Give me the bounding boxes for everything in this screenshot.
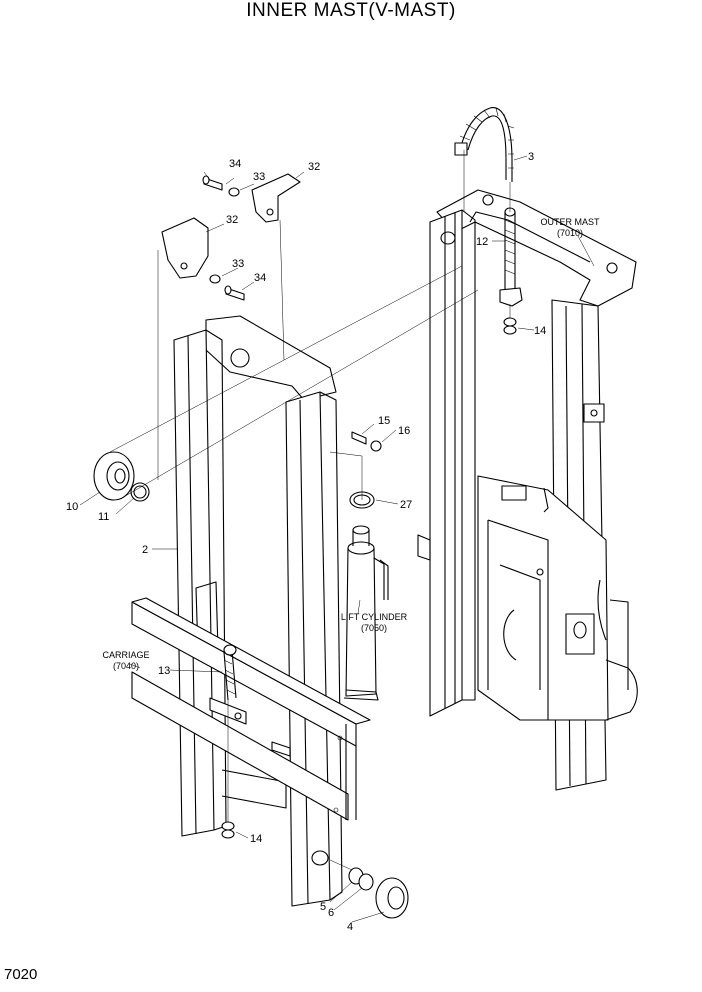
callout-34-lower: 34 [254,272,266,284]
inner-mast-assembly [173,315,343,907]
assembly-captions: OUTER MAST (7010) LIFT CYLINDER (7050) C… [102,217,600,671]
callout-16: 16 [398,425,410,437]
lift-cylinder-label: LIFT CYLINDER [341,612,408,622]
callout-4: 4 [347,921,353,933]
upper-roller [93,451,150,502]
callout-12: 12 [476,236,488,248]
outer-mast-assembly [417,189,638,791]
bolts-and-washers [202,175,245,301]
callout-33-upper: 33 [253,171,265,183]
carriage-assembly [131,597,371,821]
lower-roller [348,867,409,919]
outer-mast-ref: (7010) [557,228,583,238]
callout-11: 11 [98,511,109,523]
shim-pin [351,431,382,452]
lift-chain [454,107,515,182]
callout-32-lower: 32 [226,214,238,226]
carriage-ref: (7040) [113,661,139,671]
outer-mast-label: OUTER MAST [540,217,600,227]
callout-13: 13 [158,665,170,677]
callout-5: 5 [320,901,326,913]
assembly-lines [79,150,595,923]
page-number: 7020 [4,966,38,983]
nut-lower [221,821,235,839]
callout-3: 3 [528,151,534,163]
page-title: INNER MAST(V-MAST) [246,0,456,21]
callout-2: 2 [142,544,148,556]
carriage-chain-anchor [223,644,237,701]
callout-15: 15 [378,415,390,427]
carriage-label: CARRIAGE [102,650,149,660]
callout-14-upper: 14 [534,325,546,337]
callout-6: 6 [328,907,334,919]
callout-33-lower: 33 [232,258,244,270]
upper-bracket-right [251,173,301,223]
callout-32-upper: 32 [308,161,320,173]
lift-cylinder [343,525,389,701]
callout-14-lower: 14 [250,833,262,845]
upper-bracket-left [161,217,209,279]
callouts: 2 3 4 5 6 10 11 12 13 14 14 15 16 27 32 … [66,151,546,933]
callout-34-upper: 34 [229,158,241,170]
callout-10: 10 [66,501,78,513]
lift-cylinder-ref: (7050) [361,623,387,633]
callout-27: 27 [400,499,412,511]
nut-upper [503,317,517,335]
